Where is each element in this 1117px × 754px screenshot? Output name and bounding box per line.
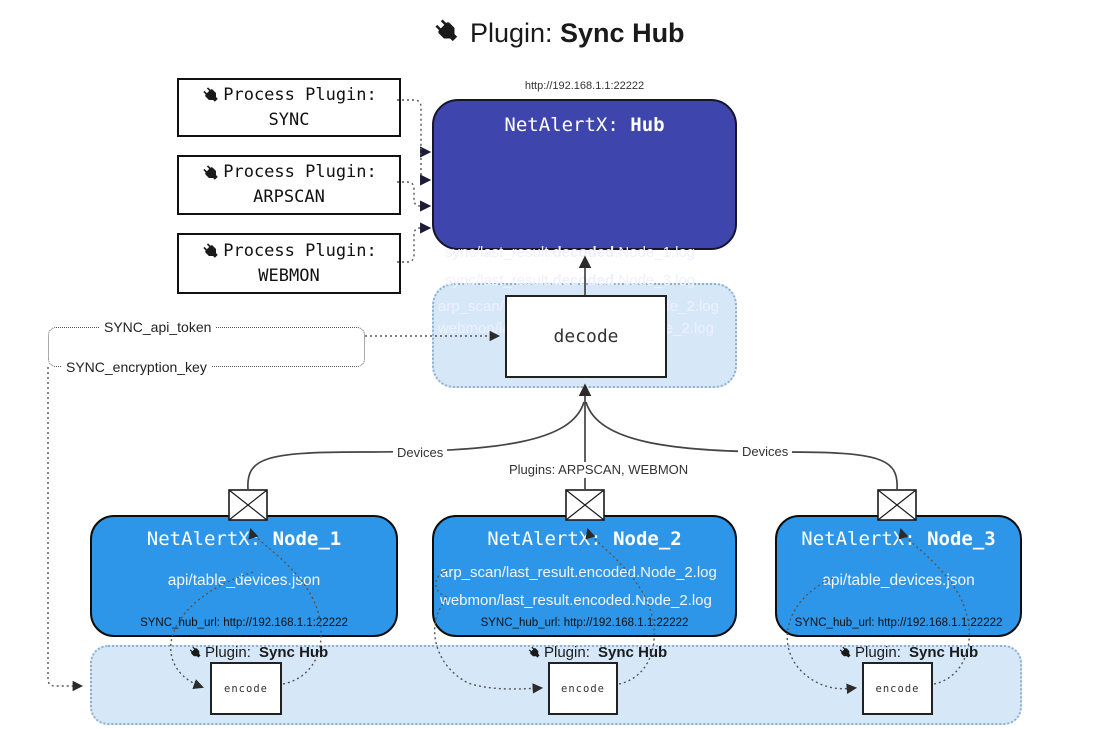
- node-file-line: api/table_devices.json: [822, 572, 975, 589]
- process-plugin-label: Process Plugin:: [223, 240, 377, 261]
- hub-url: http://192.168.1.1:22222: [524, 80, 645, 92]
- page-title: Plugin: Sync Hub: [0, 16, 1117, 49]
- encode-plugin-label: Plugin: Sync Hub: [527, 644, 667, 661]
- hub-log-line: sync/last_result.decoded.Node_1.log: [445, 244, 696, 261]
- key-to-encode-panel-edge: [47, 367, 84, 692]
- sync-to-hub-edge-1: [397, 99, 432, 158]
- process-plugin-label: Process Plugin:: [223, 84, 377, 105]
- node-box-3: NetAlertX: Node_3 api/table_devices.json…: [775, 515, 1022, 637]
- node-hub-url: SYNC_hub_url: http://192.168.1.1:22222: [480, 617, 689, 629]
- process-plugin-box-arpscan: Process Plugin: ARPSCAN: [177, 155, 401, 215]
- title-prefix: Plugin:: [469, 18, 553, 48]
- plug-icon: [839, 646, 851, 658]
- node-title: NetAlertX: Node_2: [487, 528, 682, 550]
- encode-box: encode: [210, 662, 282, 715]
- sync-encryption-key-label: SYNC_encryption_key: [62, 359, 211, 376]
- plug-icon: [203, 243, 219, 258]
- node-hub-url: SYNC_hub_url: http://192.168.1.1:22222: [140, 617, 348, 629]
- process-plugin-name: WEBMON: [258, 265, 320, 286]
- node-file-line: api/table_devices.json: [167, 572, 321, 589]
- hub-title: NetAlertX: Hub: [504, 114, 665, 136]
- encode-box: encode: [862, 662, 933, 715]
- envelope-icon: [228, 489, 268, 521]
- title-name: Sync Hub: [560, 18, 685, 48]
- encode-plugin-label: Plugin: Sync Hub: [188, 644, 328, 661]
- plug-icon: [203, 165, 219, 180]
- hub-box: NetAlertX: Hub sync/last_result.decoded.…: [432, 99, 737, 337]
- node-hub-url: SYNC_hub_url: http://192.168.1.1:22222: [794, 617, 1003, 629]
- plug-icon: [435, 19, 458, 42]
- node-title: NetAlertX: Node_3: [801, 528, 996, 550]
- process-plugin-name: SYNC: [268, 109, 310, 130]
- devices-label-right: Devices: [738, 444, 793, 460]
- envelope-icon: [565, 489, 605, 521]
- node-box-1: NetAlertX: Node_1 api/table_devices.json…: [90, 515, 398, 637]
- arpscan-to-hub-edge: [397, 181, 432, 212]
- plugins-label: Plugins: ARPSCAN, WEBMON: [505, 462, 693, 478]
- process-plugin-name: ARPSCAN: [253, 187, 325, 207]
- devices-label-left: Devices: [393, 445, 448, 461]
- process-plugin-box-sync: Process Plugin: SYNC: [177, 78, 401, 137]
- process-plugin-label: Process Plugin:: [223, 162, 377, 183]
- node-title: NetAlertX: Node_1: [146, 528, 342, 550]
- node-file-line: arp_scan/last_result.encoded.Node_2.log: [440, 564, 717, 581]
- plug-icon: [203, 87, 219, 102]
- node-file-line: webmon/last_result.encoded.Node_2.log: [440, 592, 712, 609]
- process-plugin-box-webmon: Process Plugin: WEBMON: [177, 233, 401, 294]
- encode-box: encode: [548, 662, 618, 715]
- encode-plugin-label: Plugin: Sync Hub: [838, 644, 978, 661]
- sync-to-hub-edge-2: [420, 148, 432, 186]
- node-box-2: NetAlertX: Node_2 arp_scan/last_result.e…: [432, 515, 737, 637]
- decode-box: decode: [505, 295, 667, 378]
- envelope-icon: [877, 489, 917, 521]
- webmon-to-hub-edge: [397, 222, 432, 263]
- sync-api-token-label: SYNC_api_token: [100, 319, 216, 336]
- hub-log-line: sync/last_result.decoded.Node_3.log: [445, 272, 696, 289]
- plug-icon: [189, 646, 201, 658]
- plug-icon: [528, 646, 540, 658]
